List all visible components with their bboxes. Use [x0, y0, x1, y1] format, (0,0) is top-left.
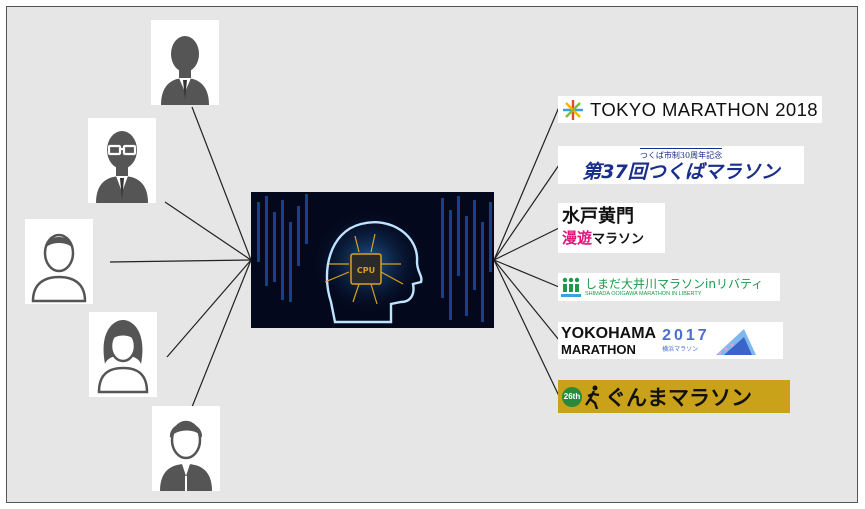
person-casual-icon [152, 406, 220, 491]
shimada-runners-icon [561, 276, 581, 298]
chip-label: CPU [357, 266, 375, 275]
line-logo-shimada [494, 260, 559, 287]
shimada-marathon-logo: しまだ大井川マラソンinリバティ SHIMADA OOIGAWA MARATHO… [558, 273, 780, 301]
ai-head-icon: CPU [251, 192, 494, 328]
line-person-4 [167, 260, 251, 357]
line-logo-tokyo [494, 107, 559, 260]
yokohama-kana: 横浜マラソン [662, 345, 710, 354]
line-logo-tsukuba [494, 165, 559, 260]
gunma-badge: 26th [562, 387, 582, 407]
diagram-canvas: CPU TOKYO MARATHON 2018 つくば市制30周年記念 第37回… [6, 6, 858, 503]
line-person-5 [192, 260, 251, 407]
person-outline-man-avatar [25, 219, 93, 304]
shimada-title: しまだ大井川マラソンinリバティ [585, 277, 763, 291]
yokohama-line2: MARATHON [561, 342, 656, 357]
tsukuba-subtitle: つくば市制30周年記念 [640, 148, 722, 161]
person-outline-icon [25, 219, 93, 304]
person-woman-icon [89, 312, 157, 397]
line-logo-mito [494, 228, 559, 260]
tokyo-marathon-text: TOKYO MARATHON 2018 [590, 99, 818, 121]
mito-line2b: マラソン [592, 232, 644, 247]
tokyo-marathon-logo: TOKYO MARATHON 2018 [558, 96, 822, 123]
line-person-1 [192, 107, 251, 260]
shimada-subtitle: SHIMADA OOIGAWA MARATHON IN LIBERTY [585, 291, 763, 298]
person-glasses-icon [88, 118, 156, 203]
mito-line2a: 漫遊 [562, 229, 592, 247]
yokohama-line1: YOKOHAMA [561, 325, 656, 342]
ai-head-image: CPU [251, 192, 494, 328]
line-person-2 [165, 202, 251, 260]
yokohama-marathon-logo: YOKOHAMA MARATHON 2017 横浜マラソン [558, 322, 783, 359]
tsukuba-title: 第37回つくばマラソン [582, 161, 779, 183]
line-person-3 [110, 260, 251, 262]
runner-icon [585, 385, 601, 409]
tokyo-star-icon [562, 99, 584, 121]
person-woman-avatar [89, 312, 157, 397]
mito-marathon-logo: 水戸黄門 漫遊マラソン [558, 203, 665, 253]
mito-line1: 水戸黄門 [562, 206, 634, 228]
person-casual-man-avatar [152, 406, 220, 491]
tsukuba-marathon-logo: つくば市制30周年記念 第37回つくばマラソン [558, 146, 804, 184]
person-suit-icon [151, 20, 219, 105]
person-glasses-man-avatar [88, 118, 156, 203]
yokohama-wave-icon [714, 325, 758, 357]
gunma-marathon-logo: 26th ぐんまマラソン [558, 380, 790, 413]
yokohama-year: 2017 [662, 327, 710, 345]
person-suit-man-avatar [151, 20, 219, 105]
gunma-title: ぐんまマラソン [605, 382, 752, 412]
